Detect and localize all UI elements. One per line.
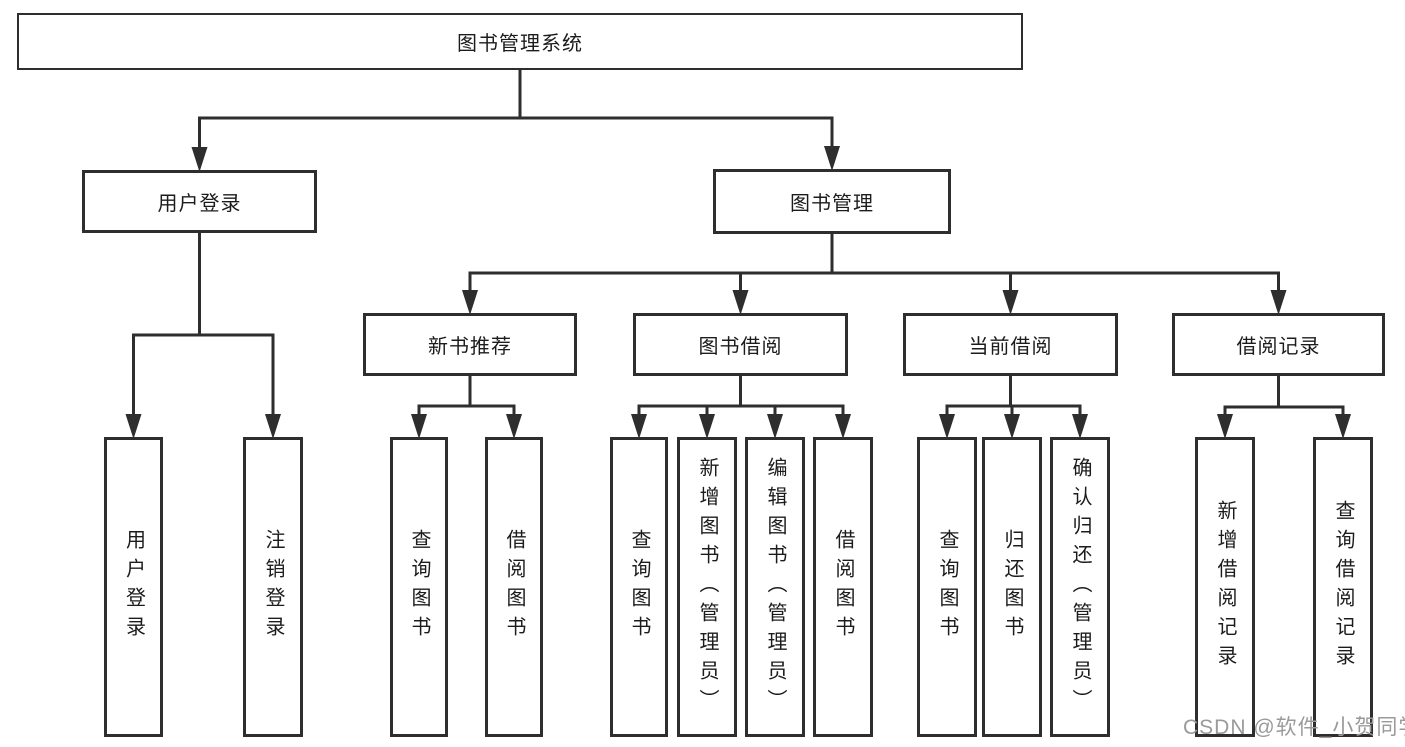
node-label-leaf-confirm-return-admin: 确认归还（管理员） [1069,456,1091,718]
node-label-leaf-query-borrow-record: 查询借阅记录 [1332,500,1354,674]
node-leaf-query-books-3: 查询图书 [917,437,977,737]
node-current-borrowing: 当前借阅 [903,313,1118,376]
connector-borrowing-records [1217,375,1351,439]
arrowhead-leaf-query-borrow-record [1335,414,1351,439]
watermark: CSDN @软件_小贺同学 [1183,716,1405,739]
arrowhead-leaf-query-books-1 [411,414,427,439]
node-label-leaf-query-books-3: 查询图书 [936,529,958,645]
node-label-borrowing-records: 借阅记录 [1236,336,1321,358]
node-label-leaf-logout: 注销登录 [262,529,284,645]
node-leaf-borrow-books-2: 借阅图书 [813,437,873,737]
node-root: 图书管理系统 [17,13,1023,70]
node-label-leaf-query-books-2: 查询图书 [628,529,650,645]
node-new-book-recommend: 新书推荐 [363,313,577,376]
node-leaf-borrow-books-1: 借阅图书 [485,437,543,737]
node-leaf-edit-books-admin: 编辑图书（管理员） [745,437,805,737]
node-leaf-logout: 注销登录 [243,437,303,737]
arrowhead-leaf-add-books-admin [699,414,715,439]
connector-book-borrowing [631,375,851,439]
node-label-leaf-add-borrow-record: 新增借阅记录 [1214,500,1236,674]
node-book-management: 图书管理 [713,169,951,234]
node-label-leaf-borrow-books-1: 借阅图书 [503,529,525,645]
arrowhead-current-borrowing [1002,290,1019,315]
node-leaf-add-books-admin: 新增图书（管理员） [677,437,737,737]
connector-root [191,69,840,172]
node-label-root: 图书管理系统 [457,33,583,55]
arrowhead-leaf-query-books-3 [939,414,955,439]
node-borrowing-records: 借阅记录 [1172,313,1385,376]
node-label-current-borrowing: 当前借阅 [968,336,1053,358]
arrowhead-leaf-return-books [1004,414,1020,439]
arrowhead-borrowing-records [1270,290,1287,315]
node-label-user-login: 用户登录 [157,193,242,215]
arrowhead-book-management [824,146,840,171]
node-label-leaf-add-books-admin: 新增图书（管理员） [696,456,718,718]
connector-user-login [125,232,281,439]
arrowhead-leaf-add-borrow-record [1217,414,1233,439]
node-user-login: 用户登录 [82,170,317,233]
node-label-leaf-borrow-books-2: 借阅图书 [832,529,854,645]
connector-current-borrowing [939,375,1088,439]
arrowhead-leaf-confirm-return-admin [1072,414,1088,439]
node-book-borrowing: 图书借阅 [633,313,848,376]
node-leaf-query-books-1: 查询图书 [390,437,448,737]
arrowhead-new-book-recommend [462,290,478,315]
arrowhead-leaf-borrow-books-2 [835,414,851,439]
node-label-leaf-edit-books-admin: 编辑图书（管理员） [764,456,786,718]
arrowhead-leaf-query-books-2 [631,414,647,439]
node-leaf-add-borrow-record: 新增借阅记录 [1195,437,1255,737]
node-label-book-borrowing: 图书借阅 [698,336,783,358]
node-label-new-book-recommend: 新书推荐 [428,336,512,358]
arrowhead-leaf-borrow-books-1 [506,414,522,439]
connector-book-management [462,233,1287,315]
arrowhead-user-login [191,147,208,172]
arrowhead-book-borrowing [732,290,749,315]
node-label-leaf-return-books: 归还图书 [1001,529,1023,645]
connector-new-book-recommend [411,375,522,439]
node-leaf-query-borrow-record: 查询借阅记录 [1313,437,1373,737]
arrowhead-leaf-edit-books-admin [767,414,783,439]
node-leaf-query-books-2: 查询图书 [610,437,668,737]
node-leaf-user-login: 用户登录 [104,437,163,737]
node-leaf-confirm-return-admin: 确认归还（管理员） [1050,437,1110,737]
node-label-leaf-user-login: 用户登录 [122,529,145,645]
node-label-book-management: 图书管理 [790,193,874,215]
arrowhead-leaf-user-login [125,414,142,439]
arrowhead-leaf-logout [265,414,281,439]
node-leaf-return-books: 归还图书 [982,437,1042,737]
node-label-leaf-query-books-1: 查询图书 [408,529,430,645]
